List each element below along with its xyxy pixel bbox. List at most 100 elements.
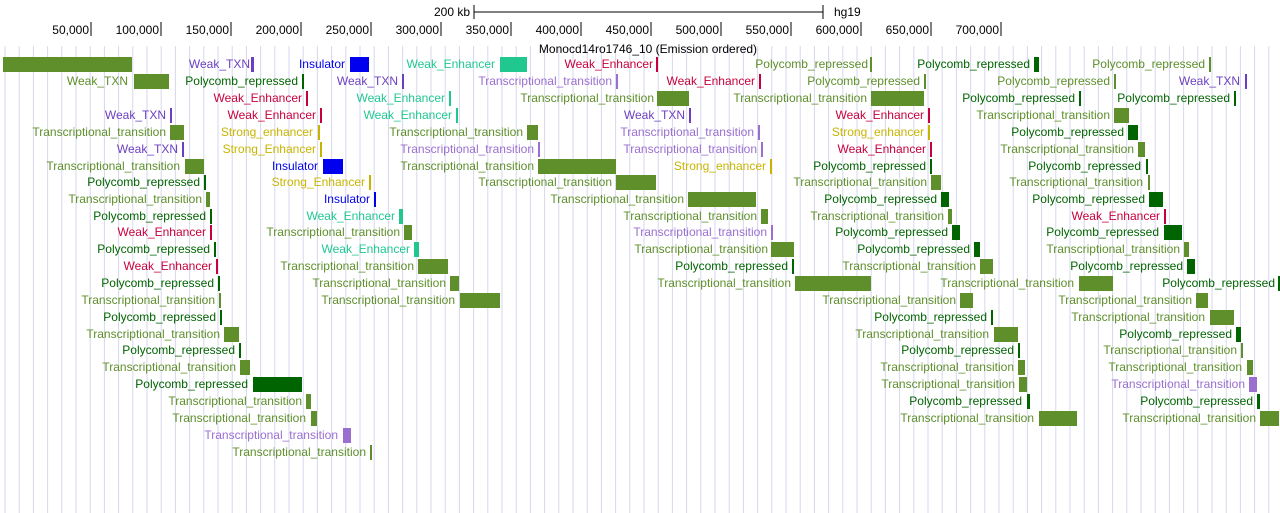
- feature-label[interactable]: Weak_Enhancer: [1072, 209, 1161, 223]
- track-title[interactable]: Monocd14ro1746_10 (Emission ordered): [539, 42, 757, 56]
- feature-label[interactable]: Polycomb_repressed: [874, 310, 987, 324]
- feature-label[interactable]: Polycomb_repressed: [755, 57, 868, 71]
- feature-block[interactable]: [456, 108, 458, 123]
- feature-label[interactable]: Transcriptional_transition: [822, 293, 956, 307]
- feature-label[interactable]: Weak_Enhancer: [214, 91, 303, 105]
- chromatin-feature[interactable]: Polycomb_repressed: [857, 242, 980, 257]
- feature-label[interactable]: Polycomb_repressed: [1119, 327, 1232, 341]
- feature-label[interactable]: Strong_enhancer: [221, 125, 313, 139]
- chromatin-feature[interactable]: Strong_enhancer: [221, 125, 320, 140]
- chromatin-feature[interactable]: Weak_TXN: [1179, 74, 1247, 89]
- feature-block[interactable]: [980, 259, 993, 274]
- chromatin-feature[interactable]: Transcriptional_transition: [1046, 242, 1189, 257]
- feature-label[interactable]: Transcriptional_transition: [634, 242, 768, 256]
- feature-block[interactable]: [204, 175, 206, 190]
- chromatin-feature[interactable]: Transcriptional_transition: [1071, 310, 1234, 325]
- chromatin-feature[interactable]: Polycomb_repressed: [185, 74, 304, 89]
- feature-label[interactable]: Polycomb_repressed: [135, 377, 248, 391]
- feature-block[interactable]: [1018, 360, 1025, 375]
- chromatin-feature[interactable]: Insulator: [324, 192, 376, 207]
- feature-block[interactable]: [761, 142, 763, 157]
- feature-label[interactable]: Transcriptional_transition: [1108, 360, 1242, 374]
- feature-block[interactable]: [404, 225, 412, 240]
- feature-label[interactable]: Polycomb_repressed: [857, 242, 970, 256]
- feature-label[interactable]: Transcriptional_transition: [880, 360, 1014, 374]
- chromatin-feature[interactable]: Transcriptional_transition: [81, 293, 221, 308]
- chromatin-feature[interactable]: Transcriptional_transition: [657, 276, 871, 291]
- chromatin-feature[interactable]: Polycomb_repressed: [122, 343, 241, 358]
- feature-label[interactable]: Transcriptional_transition: [389, 125, 523, 139]
- feature-block[interactable]: [1164, 225, 1182, 240]
- chromatin-feature[interactable]: Transcriptional_transition: [976, 108, 1129, 123]
- chromatin-feature[interactable]: Transcriptional_transition: [478, 74, 618, 89]
- chromatin-feature[interactable]: Transcriptional_transition: [102, 360, 250, 375]
- feature-label[interactable]: Transcriptional_transition: [478, 175, 612, 189]
- feature-label[interactable]: Polycomb_repressed: [185, 74, 298, 88]
- feature-block[interactable]: [941, 192, 949, 207]
- chromatin-feature[interactable]: Polycomb_repressed: [93, 209, 212, 224]
- chromatin-feature[interactable]: Polycomb_repressed: [135, 377, 302, 392]
- feature-block[interactable]: [414, 242, 419, 257]
- feature-block[interactable]: [527, 125, 538, 140]
- feature-block[interactable]: [3, 57, 132, 72]
- chromatin-feature[interactable]: Polycomb_repressed: [101, 276, 220, 291]
- feature-block[interactable]: [318, 125, 320, 140]
- feature-label[interactable]: Polycomb_repressed: [1117, 91, 1230, 105]
- feature-label[interactable]: Weak_TXN: [624, 108, 685, 122]
- feature-block[interactable]: [170, 125, 184, 140]
- feature-block[interactable]: [928, 125, 930, 140]
- chromatin-feature[interactable]: Transcriptional_transition: [900, 411, 1077, 426]
- feature-block[interactable]: [1234, 91, 1236, 106]
- feature-block[interactable]: [930, 142, 932, 157]
- chromatin-feature[interactable]: Polycomb_repressed: [813, 159, 932, 174]
- chromatin-feature[interactable]: Transcriptional_transition: [623, 142, 763, 157]
- chromatin-feature[interactable]: Transcriptional_transition: [232, 445, 372, 460]
- feature-label[interactable]: Transcriptional_transition: [623, 142, 757, 156]
- chromatin-feature[interactable]: Weak_Enhancer: [565, 57, 659, 72]
- feature-block[interactable]: [1278, 276, 1280, 291]
- feature-block[interactable]: [616, 175, 656, 190]
- feature-label[interactable]: Weak_Enhancer: [364, 108, 453, 122]
- feature-block[interactable]: [1148, 175, 1150, 190]
- feature-label[interactable]: Weak_Enhancer: [307, 209, 396, 223]
- chromatin-feature[interactable]: Strong_enhancer: [674, 159, 772, 174]
- chromatin-feature[interactable]: Transcriptional_transition: [520, 91, 689, 106]
- feature-block[interactable]: [1196, 293, 1208, 308]
- feature-label[interactable]: Transcriptional_transition: [86, 327, 220, 341]
- feature-label[interactable]: Transcriptional_transition: [400, 142, 534, 156]
- feature-label[interactable]: Weak_Enhancer: [118, 225, 207, 239]
- chromatin-feature[interactable]: Strong_enhancer: [832, 125, 930, 140]
- feature-block[interactable]: [1249, 377, 1257, 392]
- feature-label[interactable]: Polycomb_repressed: [1162, 276, 1275, 290]
- feature-block[interactable]: [1184, 242, 1189, 257]
- feature-block[interactable]: [1210, 310, 1234, 325]
- feature-block[interactable]: [1257, 394, 1260, 409]
- feature-block[interactable]: [239, 343, 241, 358]
- feature-block[interactable]: [924, 74, 926, 89]
- chromatin-feature[interactable]: Transcriptional_transition: [620, 125, 760, 140]
- feature-label[interactable]: Transcriptional_transition: [232, 445, 366, 459]
- feature-block[interactable]: [185, 159, 204, 174]
- chromatin-feature[interactable]: Transcriptional_transition: [32, 125, 184, 140]
- chromatin-feature[interactable]: Polycomb_repressed: [835, 225, 960, 240]
- feature-label[interactable]: Transcriptional_transition: [657, 276, 791, 290]
- chromatin-feature[interactable]: Transcriptional_transition: [1058, 293, 1208, 308]
- chromatin-feature[interactable]: Weak_TXN: [117, 142, 184, 157]
- feature-label[interactable]: Transcriptional_transition: [520, 91, 654, 105]
- feature-label[interactable]: Weak_TXN: [105, 108, 166, 122]
- feature-block[interactable]: [302, 74, 304, 89]
- chromatin-feature[interactable]: Polycomb_repressed: [909, 394, 1030, 409]
- feature-block[interactable]: [1245, 74, 1247, 89]
- feature-label[interactable]: Insulator: [324, 192, 370, 206]
- feature-block[interactable]: [538, 159, 616, 174]
- feature-block[interactable]: [770, 159, 772, 174]
- feature-label[interactable]: Polycomb_repressed: [997, 74, 1110, 88]
- feature-label[interactable]: Transcriptional_transition: [68, 192, 202, 206]
- feature-block[interactable]: [253, 377, 302, 392]
- chromatin-feature[interactable]: Transcriptional_transition: [280, 259, 448, 274]
- feature-label[interactable]: Transcriptional_transition: [172, 411, 306, 425]
- chromatin-feature[interactable]: Polycomb_repressed: [917, 57, 1039, 72]
- chromatin-feature[interactable]: Transcriptional_transition: [172, 411, 317, 426]
- chromatin-feature[interactable]: Polycomb_repressed: [97, 242, 216, 257]
